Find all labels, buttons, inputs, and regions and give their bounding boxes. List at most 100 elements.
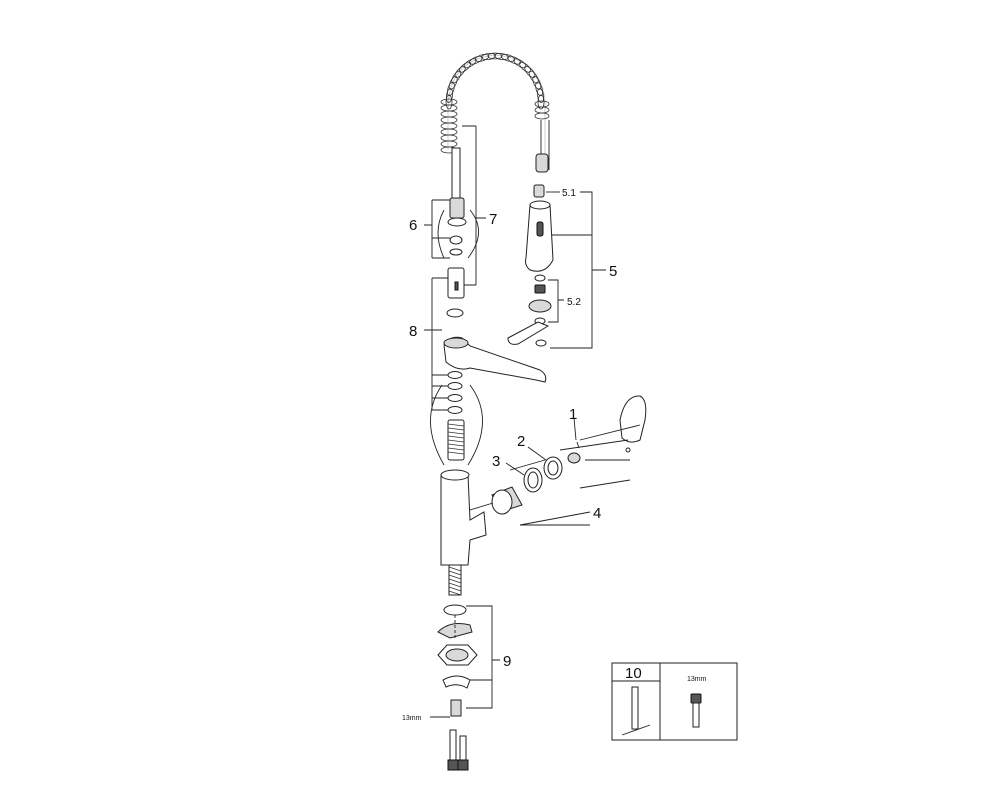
hose-braid	[448, 582, 462, 588]
coil-loop	[440, 116, 458, 124]
o-ring-8e	[447, 406, 463, 414]
mounting-o-ring	[443, 604, 467, 616]
stem-thread	[447, 447, 465, 451]
coil-loop	[534, 106, 550, 114]
coil-loop	[481, 52, 496, 61]
callout-1: 1	[569, 406, 577, 423]
coil-loop	[535, 81, 543, 97]
coil-loop	[469, 55, 483, 65]
callout-2: 2	[517, 433, 525, 450]
t-key-tool-icon	[621, 686, 651, 736]
tool-box-10: 10 13mm	[611, 662, 738, 741]
handle-lever	[619, 395, 647, 443]
callout-5-2: 5.2	[567, 297, 581, 308]
coil-loop	[487, 52, 503, 60]
callout-4: 4	[593, 505, 601, 522]
tool-box-number: 10	[625, 665, 642, 682]
socket-wrench-icon	[690, 693, 702, 728]
coil-loop	[500, 54, 516, 62]
coil-loop	[440, 98, 458, 106]
removal-key	[507, 321, 550, 345]
hose-braid	[448, 570, 462, 576]
spray-head	[525, 204, 554, 272]
faucet-body	[440, 469, 487, 596]
o-ring-6b	[449, 235, 463, 245]
coil-loop	[507, 55, 521, 65]
supply-hose-right	[459, 735, 467, 763]
hose-size-label: 13mm	[402, 715, 422, 722]
stem-thread	[447, 431, 465, 435]
supply-hose-upper	[448, 564, 462, 596]
coil-loop	[513, 58, 527, 69]
coil-loop	[448, 76, 458, 90]
o-ring-6a	[447, 217, 467, 227]
coil-loop	[440, 110, 458, 118]
coil-loop	[440, 128, 458, 136]
o-ring-8c	[447, 382, 463, 390]
callout-leaders	[424, 125, 606, 718]
faucet-body-shell	[440, 474, 487, 566]
left-column-parts	[430, 147, 547, 466]
coil-loop	[440, 134, 458, 142]
wrench-size-label: 13mm	[687, 676, 707, 683]
coil-loop	[537, 94, 545, 110]
coil-loop	[440, 104, 458, 112]
hose-nipple	[533, 184, 545, 198]
o-ring-6c	[449, 248, 463, 256]
o-ring-8b	[447, 371, 463, 379]
callout-6: 6	[409, 217, 417, 234]
callout-8: 8	[409, 323, 417, 340]
coil-loop	[519, 61, 532, 73]
coil-loop	[463, 58, 477, 69]
coil-loop	[454, 65, 466, 78]
stem-thread	[447, 451, 465, 455]
coil-loop	[440, 140, 458, 148]
hose-braid	[448, 590, 462, 596]
mounting-group	[437, 604, 478, 771]
callout-7: 7	[489, 211, 497, 228]
coil-loop	[474, 54, 490, 62]
callout-3: 3	[492, 453, 500, 470]
fixing-horseshoe	[442, 675, 471, 689]
handle-screw	[625, 447, 631, 453]
hose-braid	[448, 574, 462, 580]
inner-tube	[451, 147, 461, 199]
hose-end-connector	[535, 153, 549, 173]
aerator	[534, 284, 546, 294]
hose-braid	[448, 586, 462, 592]
spray-head-group	[507, 184, 554, 347]
callout-5: 5	[609, 263, 617, 280]
coil-loop	[532, 76, 542, 90]
hose-braid	[448, 578, 462, 584]
valve-insert	[449, 197, 465, 219]
callout-labels: 1 2 3 4 5 5.1 5.2 6 7 8 9 13mm	[402, 188, 617, 722]
stem-thread	[447, 439, 465, 443]
coil-loop	[524, 65, 536, 78]
coil-loop	[536, 88, 545, 103]
callout-9: 9	[503, 653, 511, 670]
o-ring-8a	[446, 308, 464, 318]
coil-loop	[534, 112, 550, 120]
fixing-nut	[450, 699, 462, 717]
coil-loop	[458, 61, 471, 73]
callout-5-1: 5.1	[562, 188, 576, 199]
stem-thread	[447, 443, 465, 447]
coil-loop	[451, 70, 462, 84]
adapter-ring	[567, 452, 581, 464]
coil-loop	[494, 52, 509, 61]
stem-thread	[447, 435, 465, 439]
coil-loop	[445, 88, 454, 103]
spring-coil-hose	[440, 52, 550, 173]
stem-thread	[447, 427, 465, 431]
coil-loop	[445, 94, 453, 110]
spray-face	[528, 299, 552, 313]
stem-thread	[447, 423, 465, 427]
cartridge-group	[469, 395, 647, 526]
o-ring-8d	[447, 394, 463, 402]
coil-loop	[440, 122, 458, 130]
coil-loop	[528, 70, 539, 84]
supply-hose-left	[449, 729, 457, 763]
hose-braid	[448, 566, 462, 572]
coil-loop	[447, 81, 455, 97]
